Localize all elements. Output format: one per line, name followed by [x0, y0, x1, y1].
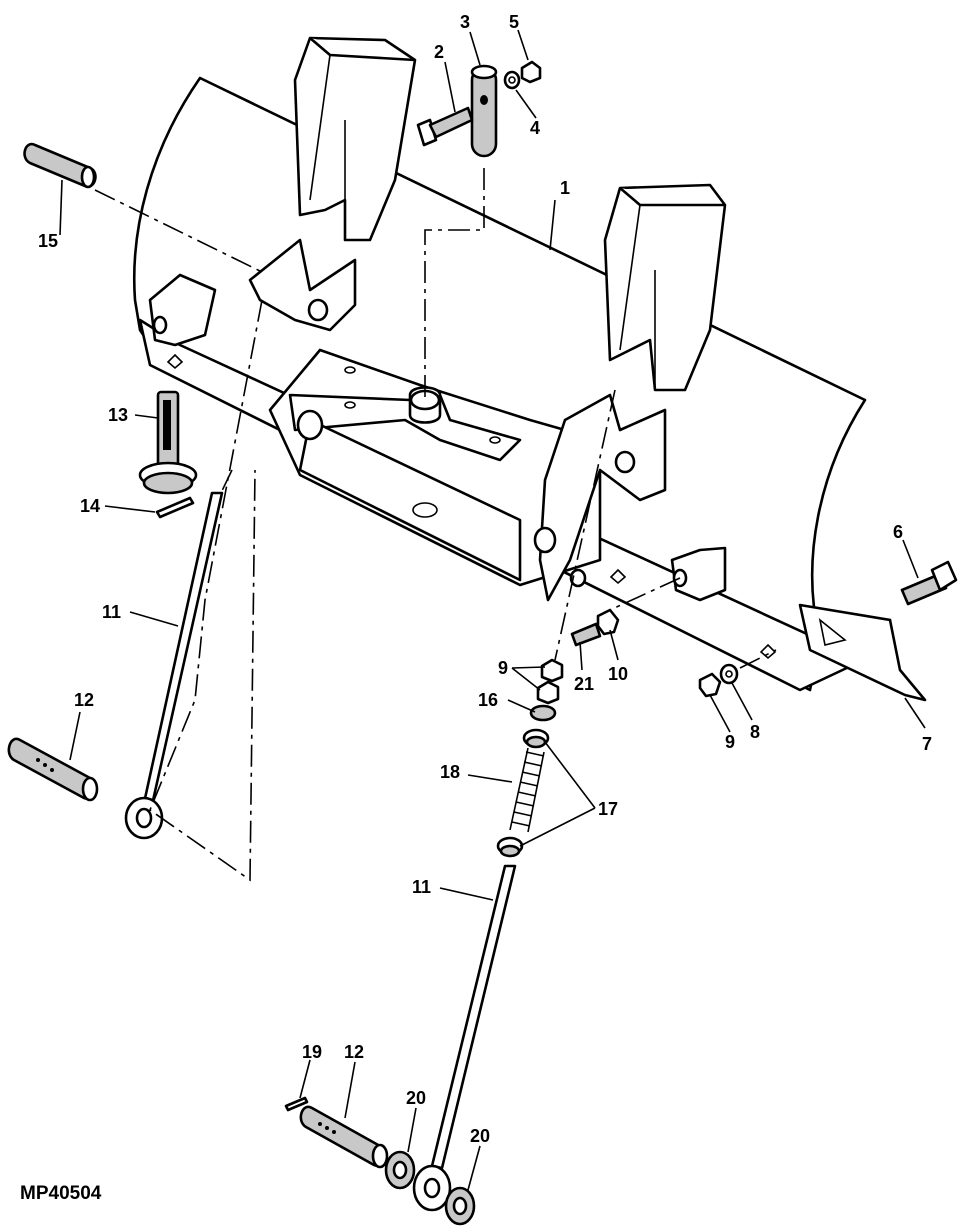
- right-guard-bracket: [603, 183, 727, 392]
- nut-10: [596, 608, 620, 636]
- callout-8: 8: [750, 722, 760, 742]
- nut-9-center: [536, 658, 564, 705]
- stud-21: [570, 622, 602, 647]
- callout-11-left: 11: [102, 602, 121, 622]
- callout-20-b: 20: [470, 1126, 490, 1146]
- callout-9-right: 9: [725, 732, 735, 752]
- washer-8: [719, 663, 739, 685]
- callout-17: 17: [598, 799, 618, 819]
- cotter-pin-14: [155, 496, 195, 519]
- bolt-6: [900, 560, 958, 606]
- callout-12-left: 12: [74, 690, 94, 710]
- callout-13: 13: [108, 405, 128, 425]
- spring-18: [509, 747, 545, 833]
- pin-12-right: [299, 1105, 389, 1169]
- washer-4: [503, 70, 521, 90]
- washer-20-a: [384, 1150, 416, 1190]
- callout-15: 15: [38, 231, 58, 251]
- washer-16: [529, 704, 557, 722]
- left-guard-bracket: [293, 36, 417, 242]
- callout-7: 7: [922, 734, 932, 754]
- figure-id: MP40504: [20, 1183, 102, 1204]
- callout-2: 2: [434, 42, 444, 62]
- callout-21: 21: [574, 674, 594, 694]
- pin-12-left: [7, 737, 99, 802]
- callout-6: 6: [893, 522, 903, 542]
- retainer-17-top: [522, 728, 550, 749]
- lift-rod-11-right: [412, 864, 517, 1212]
- callout-14: 14: [80, 496, 100, 516]
- callout-19: 19: [302, 1042, 322, 1062]
- nut-9-right: [698, 672, 722, 698]
- callout-5: 5: [509, 12, 519, 32]
- callout-12-right: 12: [344, 1042, 364, 1062]
- right-skid-bracket: [609, 546, 777, 660]
- bolt-2: [416, 106, 474, 147]
- retainer-17-bottom: [496, 836, 524, 858]
- callout-9-center: 9: [498, 658, 508, 678]
- leader-lines: [59, 29, 926, 1191]
- pin-15: [23, 142, 97, 189]
- callout-1: 1: [560, 178, 570, 198]
- callout-10: 10: [608, 664, 628, 684]
- nut-5: [520, 60, 542, 84]
- callout-11-right: 11: [412, 877, 431, 897]
- mounting-frame: [248, 238, 667, 602]
- cotter-pin-19: [284, 1096, 309, 1112]
- callout-18: 18: [440, 762, 460, 782]
- pin-3: [470, 64, 498, 158]
- alignment-lines: [94, 168, 777, 882]
- callouts: 1 2 3 4 5 6 7 8 9 9 10 11 11 12 12 13 14…: [38, 12, 932, 1146]
- washer-20-b: [444, 1186, 476, 1226]
- callout-3: 3: [460, 12, 470, 32]
- lift-rod-11-left: [124, 491, 224, 840]
- callout-4: 4: [530, 118, 540, 138]
- callout-16: 16: [478, 690, 498, 710]
- left-skid-bracket: [148, 273, 217, 370]
- callout-20-a: 20: [406, 1088, 426, 1108]
- pin-13: [138, 390, 198, 495]
